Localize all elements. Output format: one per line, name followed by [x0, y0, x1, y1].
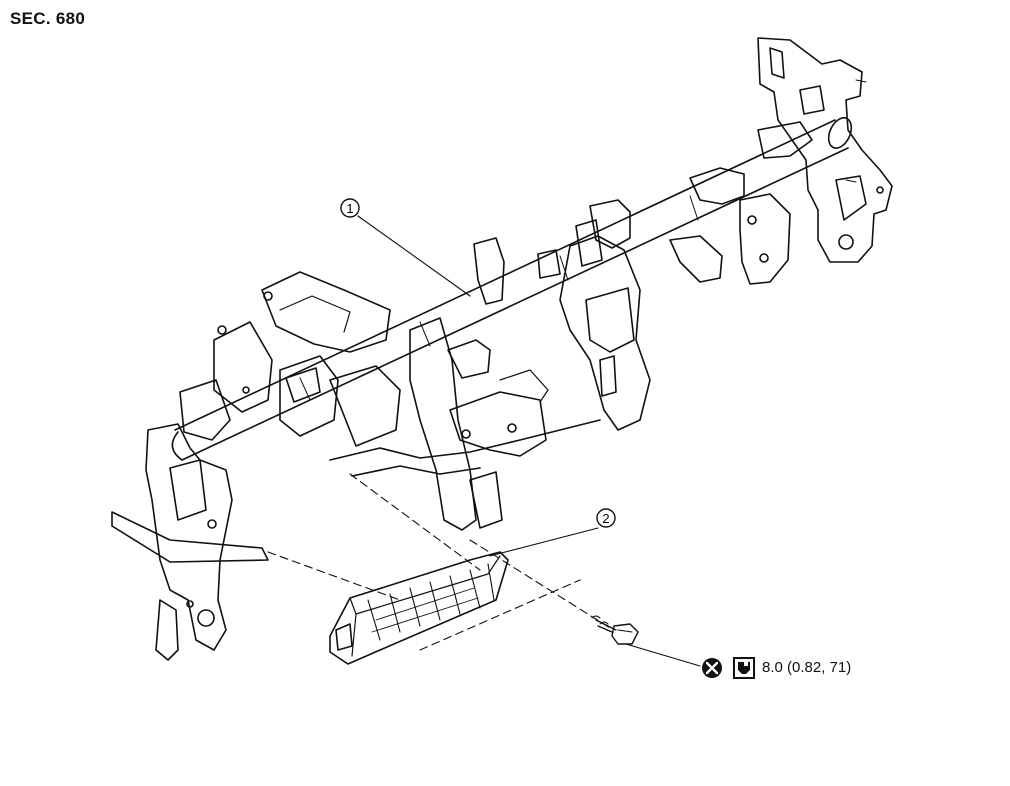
right-side-bracket	[757, 37, 893, 263]
non-reusable-part-icon	[702, 658, 722, 678]
center-support-stays	[409, 235, 651, 531]
upper-center-brackets	[285, 219, 603, 403]
left-side-frame	[179, 271, 401, 447]
tightening-torque-value: 8.0 (0.82, 71)	[762, 659, 852, 676]
callout-leader-lines	[357, 215, 701, 667]
callout-2: 2	[596, 508, 616, 528]
left-end-bracket	[111, 423, 269, 661]
torque-wrench-icon	[733, 657, 755, 679]
callout-2-number: 2	[602, 511, 609, 526]
section-number: SEC. 680	[10, 9, 86, 28]
callout-1: 1	[340, 198, 360, 218]
assembly-guide-lines	[267, 473, 611, 651]
mounting-bolt	[591, 615, 639, 645]
steering-member-tube	[171, 117, 853, 461]
callout-1-number: 1	[346, 201, 353, 216]
center-right-brackets	[589, 121, 813, 285]
instrument-panel-duct	[329, 551, 509, 665]
center-lower-frame	[329, 369, 601, 477]
